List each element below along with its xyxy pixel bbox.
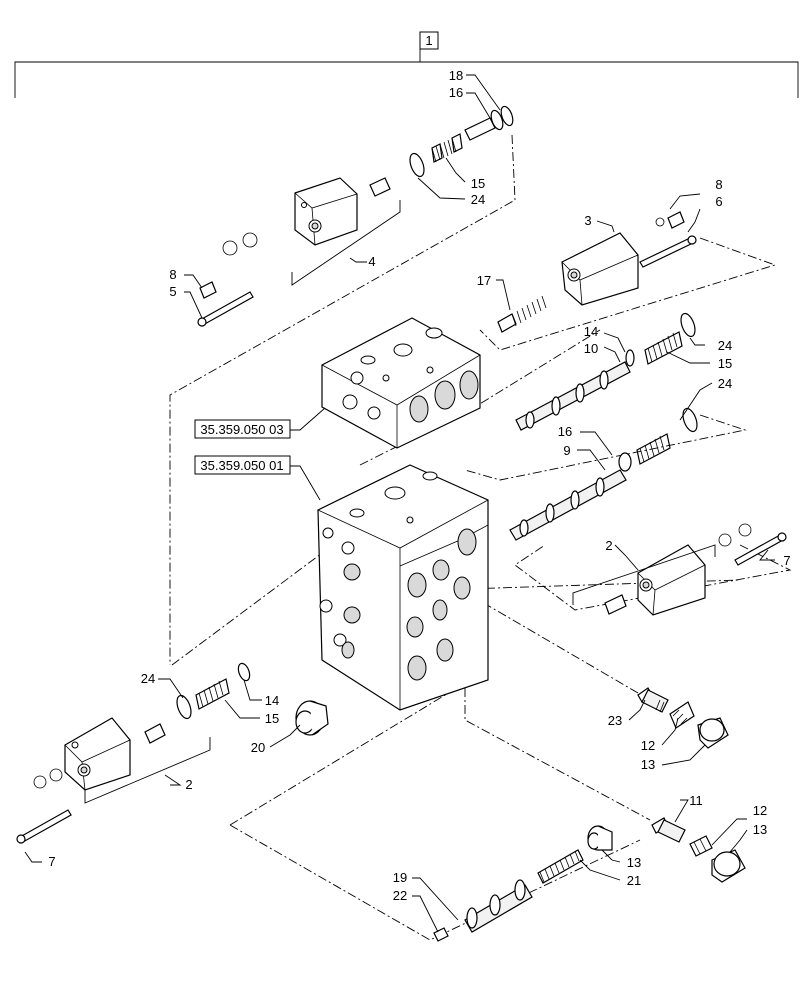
callout-7: 7 — [783, 553, 790, 568]
plug-13-upper — [697, 717, 729, 749]
callout-8: 8 — [169, 267, 176, 282]
callout-6: 6 — [715, 194, 722, 209]
assembly-number: 1 — [425, 33, 432, 48]
callout-16: 16 — [449, 85, 463, 100]
plug-20 — [295, 700, 329, 736]
callout-12: 12 — [641, 738, 655, 753]
callout-9: 9 — [563, 443, 570, 458]
callout-18: 18 — [449, 68, 463, 83]
relief-valve-11 — [651, 817, 686, 843]
relief-valve-23 — [637, 687, 669, 713]
plug-13-bottom — [587, 825, 613, 851]
callout-20: 20 — [251, 740, 265, 755]
spool-9 — [509, 452, 632, 541]
callout-2: 2 — [185, 777, 192, 792]
o-ring-24-right-upper — [680, 312, 696, 338]
spring-15-mid — [636, 433, 671, 465]
spring-15-top — [431, 133, 463, 163]
valve-block-assembly — [317, 317, 489, 711]
o-ring-24-top — [409, 152, 425, 178]
callout-16: 16 — [558, 424, 572, 439]
callout-labels: 18 16 15 24 4 8 5 3 8 6 17 14 10 24 15 2… — [48, 68, 790, 903]
callout-13: 13 — [641, 757, 655, 772]
spring-12-upper — [669, 701, 695, 729]
spring-15-lower-left — [195, 678, 230, 710]
plug-13-lower — [711, 849, 746, 883]
spool-10 — [515, 349, 635, 431]
cover-assembly-lower-left — [16, 662, 251, 844]
callout-7: 7 — [48, 854, 55, 869]
spring-15-right — [644, 331, 683, 365]
callout-23: 23 — [608, 713, 622, 728]
callout-12: 12 — [753, 803, 767, 818]
callout-15: 15 — [471, 176, 485, 191]
callout-24: 24 — [141, 671, 155, 686]
o-ring-24-right-mid — [682, 407, 698, 433]
piston-19 — [464, 879, 533, 933]
leader-lines — [24, 74, 775, 933]
callout-22: 22 — [393, 888, 407, 903]
pin-22 — [433, 927, 449, 942]
callout-15: 15 — [265, 711, 279, 726]
cover-assembly-top-right — [497, 211, 697, 333]
callout-10: 10 — [584, 341, 598, 356]
callout-17: 17 — [477, 273, 491, 288]
callout-13: 13 — [753, 822, 767, 837]
assembly-bracket: 1 — [14, 31, 799, 98]
cover-assembly-right — [572, 523, 787, 616]
callout-8: 8 — [715, 177, 722, 192]
callout-14: 14 — [265, 693, 279, 708]
callout-24: 24 — [718, 338, 732, 353]
callout-4: 4 — [368, 254, 375, 269]
callout-11: 11 — [689, 793, 703, 808]
callout-15: 15 — [718, 356, 732, 371]
cover-assembly-top-left — [197, 105, 514, 327]
callout-3: 3 — [584, 213, 591, 228]
callout-24: 24 — [471, 192, 485, 207]
callout-14: 14 — [584, 324, 598, 339]
reference-label-1: 35.359.050 03 — [200, 422, 283, 437]
callout-2: 2 — [605, 538, 612, 553]
o-ring-24-lower-left — [176, 694, 192, 720]
callout-5: 5 — [169, 284, 176, 299]
callout-19: 19 — [393, 870, 407, 885]
callout-13: 13 — [627, 855, 641, 870]
callout-21: 21 — [627, 873, 641, 888]
reference-box-1 — [194, 419, 291, 439]
reference-box-2 — [194, 455, 291, 475]
assembly-number-box — [419, 31, 439, 50]
reference-label-2: 35.359.050 01 — [200, 458, 283, 473]
callout-24: 24 — [718, 376, 732, 391]
spring-12-lower — [689, 835, 713, 857]
spring-21 — [537, 849, 584, 884]
